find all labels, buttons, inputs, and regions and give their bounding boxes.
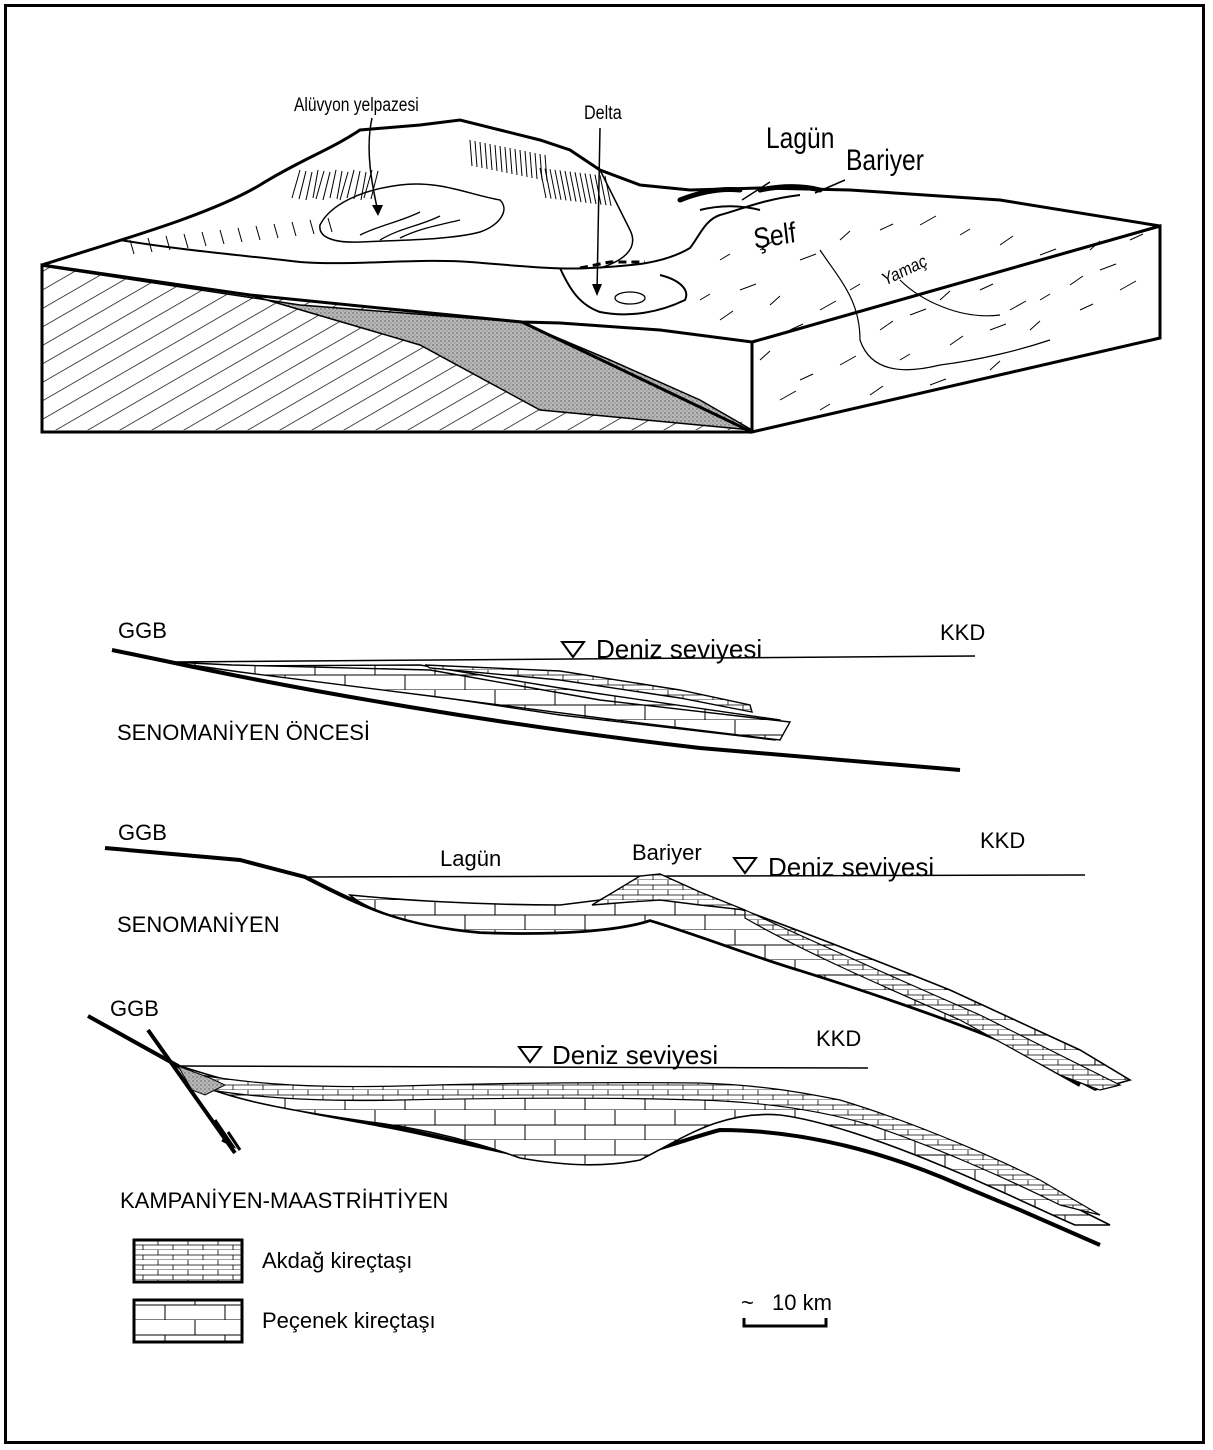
slope-tongue [745,910,1120,1090]
legend-swatch-akdag [134,1240,242,1282]
block-diagram [42,120,1160,432]
label-delta: Delta [584,104,622,123]
section1-right-label: KKD [940,622,985,644]
sea-level-triangle [734,858,756,873]
label-shelf: Şelf [752,219,798,255]
section2-sea-level: Deniz seviyesi [768,854,934,880]
section3-sea-level: Deniz seviyesi [552,1042,718,1068]
legend-label-pecenek: Peçenek kireçtaşı [262,1310,436,1332]
scale-bar-line [744,1318,826,1326]
section1-sea-level: Deniz seviyesi [596,636,762,662]
section3-title: KAMPANİYEN-MAASTRİHTİYEN [120,1190,448,1212]
section-pre-cenomanian [112,650,975,770]
scale-bar-label: 10 km [772,1292,832,1314]
section3-left-label: GGB [110,998,159,1020]
legend [134,1240,242,1342]
label-alluvial-fan: Alüvyon yelpazesi [294,96,419,115]
legend-label-akdag: Akdağ kireçtaşı [262,1250,412,1272]
section2-left-label: GGB [118,822,167,844]
sea-level-line [178,1066,868,1068]
legend-swatch-pecenek [134,1300,242,1342]
section2-right-label: KKD [980,830,1025,852]
section2-lagoon-label: Lagün [440,848,501,870]
sea-level-triangle [519,1047,541,1062]
section3-right-label: KKD [816,1028,861,1050]
scale-bar [744,1318,826,1326]
sea-level-triangle [562,642,584,657]
sea-level-line [305,875,1085,877]
label-lagoon: Lagün [766,124,834,154]
section1-left-label: GGB [118,620,167,642]
label-barrier: Bariyer [846,146,924,176]
scale-bar-prefix: ~ [741,1292,754,1314]
section1-title: SENOMANİYEN ÖNCESİ [117,722,370,744]
section2-barrier-label: Bariyer [632,842,702,864]
section2-title: SENOMANİYEN [117,914,280,936]
